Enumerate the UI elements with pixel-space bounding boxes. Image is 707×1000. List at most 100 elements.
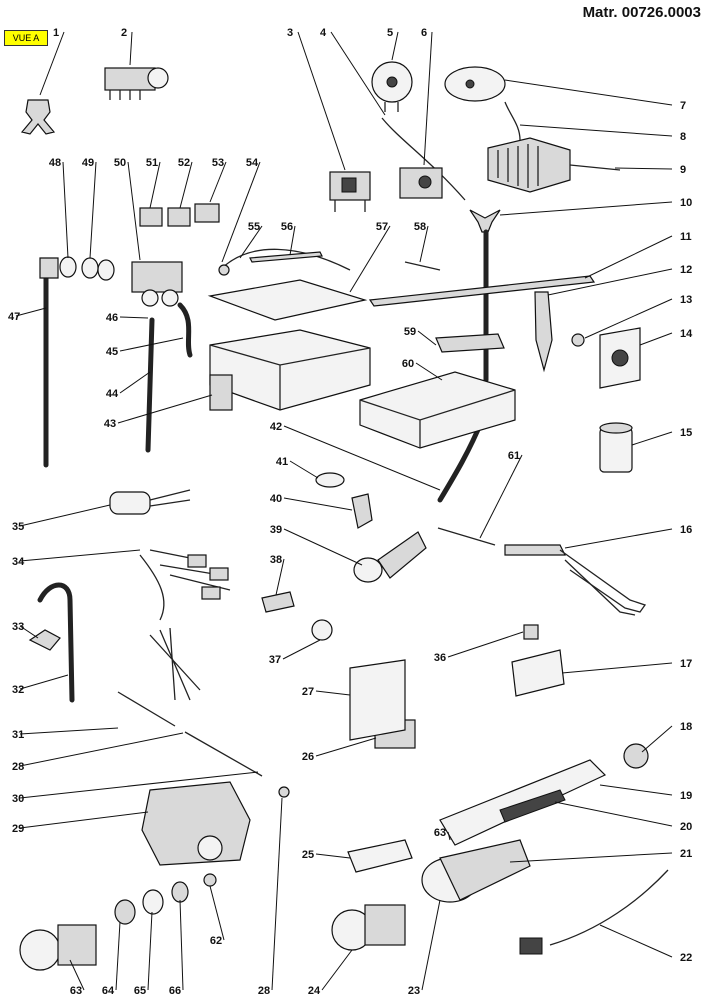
part-ring-65 bbox=[142, 889, 164, 915]
leader-line bbox=[271, 797, 283, 991]
callout-46: 46 bbox=[106, 312, 118, 324]
leader-line bbox=[283, 425, 441, 491]
part-wire-61 bbox=[437, 527, 496, 546]
part-rod-4 bbox=[381, 117, 466, 201]
callout-45: 45 bbox=[106, 346, 118, 358]
leader-line bbox=[417, 330, 437, 346]
callout-36: 36 bbox=[434, 652, 446, 664]
callout-4: 4 bbox=[320, 27, 327, 39]
part-hose-55 bbox=[219, 248, 351, 271]
leader-line bbox=[15, 307, 47, 317]
parts-drawing bbox=[19, 61, 669, 971]
part-ring-49 bbox=[81, 257, 99, 279]
part-wire-58 bbox=[404, 261, 441, 271]
leader-line bbox=[19, 732, 184, 767]
part-timer-5 bbox=[371, 61, 413, 112]
leader-line bbox=[289, 460, 319, 479]
part-drain-bar bbox=[368, 275, 596, 307]
part-hose-44 bbox=[145, 317, 155, 453]
part-knob-37 bbox=[311, 619, 333, 641]
callout-34: 34 bbox=[12, 556, 25, 568]
leader-line bbox=[599, 924, 673, 958]
part-solenoid-valve bbox=[131, 261, 183, 307]
callout-38: 38 bbox=[270, 554, 282, 566]
callout-66: 66 bbox=[169, 985, 181, 997]
leader-line bbox=[315, 690, 351, 696]
leader-line bbox=[19, 674, 69, 690]
part-clip-40 bbox=[351, 493, 373, 529]
part-ring-48 bbox=[59, 256, 77, 278]
callout-22: 22 bbox=[680, 952, 692, 964]
leader-line bbox=[127, 161, 141, 261]
leader-line bbox=[447, 831, 451, 841]
leader-line bbox=[209, 885, 225, 941]
callout-54: 54 bbox=[246, 157, 259, 169]
callout-50: 50 bbox=[114, 157, 126, 169]
part-switch-53 bbox=[194, 203, 220, 223]
leader-line bbox=[119, 337, 184, 352]
part-ring-41 bbox=[315, 472, 345, 488]
callout-3: 3 bbox=[287, 27, 293, 39]
callout-58: 58 bbox=[414, 221, 426, 233]
callout-51: 51 bbox=[146, 157, 158, 169]
part-switch-52 bbox=[167, 207, 191, 227]
part-y-connector bbox=[20, 99, 56, 135]
leader-line bbox=[447, 631, 524, 658]
callout-21: 21 bbox=[680, 848, 692, 860]
part-dispenser bbox=[439, 759, 607, 846]
part-pulley-disc bbox=[599, 327, 641, 389]
callout-2: 2 bbox=[121, 27, 127, 39]
leader-line bbox=[599, 784, 673, 796]
part-tray-lid bbox=[207, 279, 368, 321]
leader-line bbox=[19, 771, 259, 799]
callout-47: 47 bbox=[8, 311, 20, 323]
callout-31: 31 bbox=[12, 729, 24, 741]
part-plate-59 bbox=[435, 333, 505, 353]
part-cap-64 bbox=[114, 899, 136, 925]
callout-49: 49 bbox=[82, 157, 94, 169]
part-cable-22 bbox=[519, 869, 669, 955]
leader-lines bbox=[15, 31, 673, 991]
callout-53: 53 bbox=[212, 157, 224, 169]
callout-63: 63 bbox=[434, 827, 446, 839]
part-hose-46 bbox=[177, 302, 193, 358]
part-elbow-47 bbox=[39, 257, 59, 279]
callout-27: 27 bbox=[302, 686, 314, 698]
callout-48: 48 bbox=[49, 157, 61, 169]
callout-18: 18 bbox=[680, 721, 692, 733]
leader-line bbox=[115, 921, 121, 991]
part-bar-56 bbox=[249, 251, 323, 263]
part-nut-66 bbox=[171, 881, 189, 903]
leader-line bbox=[117, 394, 213, 424]
leader-line bbox=[297, 31, 346, 171]
callout-28: 28 bbox=[12, 761, 24, 773]
leader-line bbox=[321, 949, 353, 991]
leader-line bbox=[330, 31, 386, 116]
leader-line bbox=[39, 31, 65, 96]
leader-line bbox=[479, 454, 523, 539]
callout-9: 9 bbox=[680, 164, 686, 176]
callout-1: 1 bbox=[53, 27, 59, 39]
callout-11: 11 bbox=[680, 231, 692, 243]
callout-60: 60 bbox=[402, 358, 414, 370]
leader-line bbox=[641, 725, 673, 753]
part-capacitor-35 bbox=[109, 489, 191, 515]
leader-line bbox=[282, 639, 321, 660]
part-bracket-25 bbox=[347, 839, 413, 873]
part-rod-30 bbox=[184, 731, 263, 777]
callout-55: 55 bbox=[248, 221, 260, 233]
callout-13: 13 bbox=[680, 294, 692, 306]
leader-line bbox=[19, 504, 111, 527]
callout-65: 65 bbox=[134, 985, 146, 997]
part-drain-pump bbox=[421, 839, 531, 903]
callout-32: 32 bbox=[12, 684, 24, 696]
leader-line bbox=[119, 316, 149, 319]
callout-25: 25 bbox=[302, 849, 314, 861]
callout-16: 16 bbox=[680, 524, 692, 536]
view-badge: VUE A bbox=[4, 30, 48, 46]
leader-line bbox=[62, 161, 69, 259]
reference-number: Matr. 00726.0003 bbox=[582, 4, 701, 21]
part-clip-18 bbox=[623, 743, 649, 769]
leader-line bbox=[419, 225, 429, 263]
